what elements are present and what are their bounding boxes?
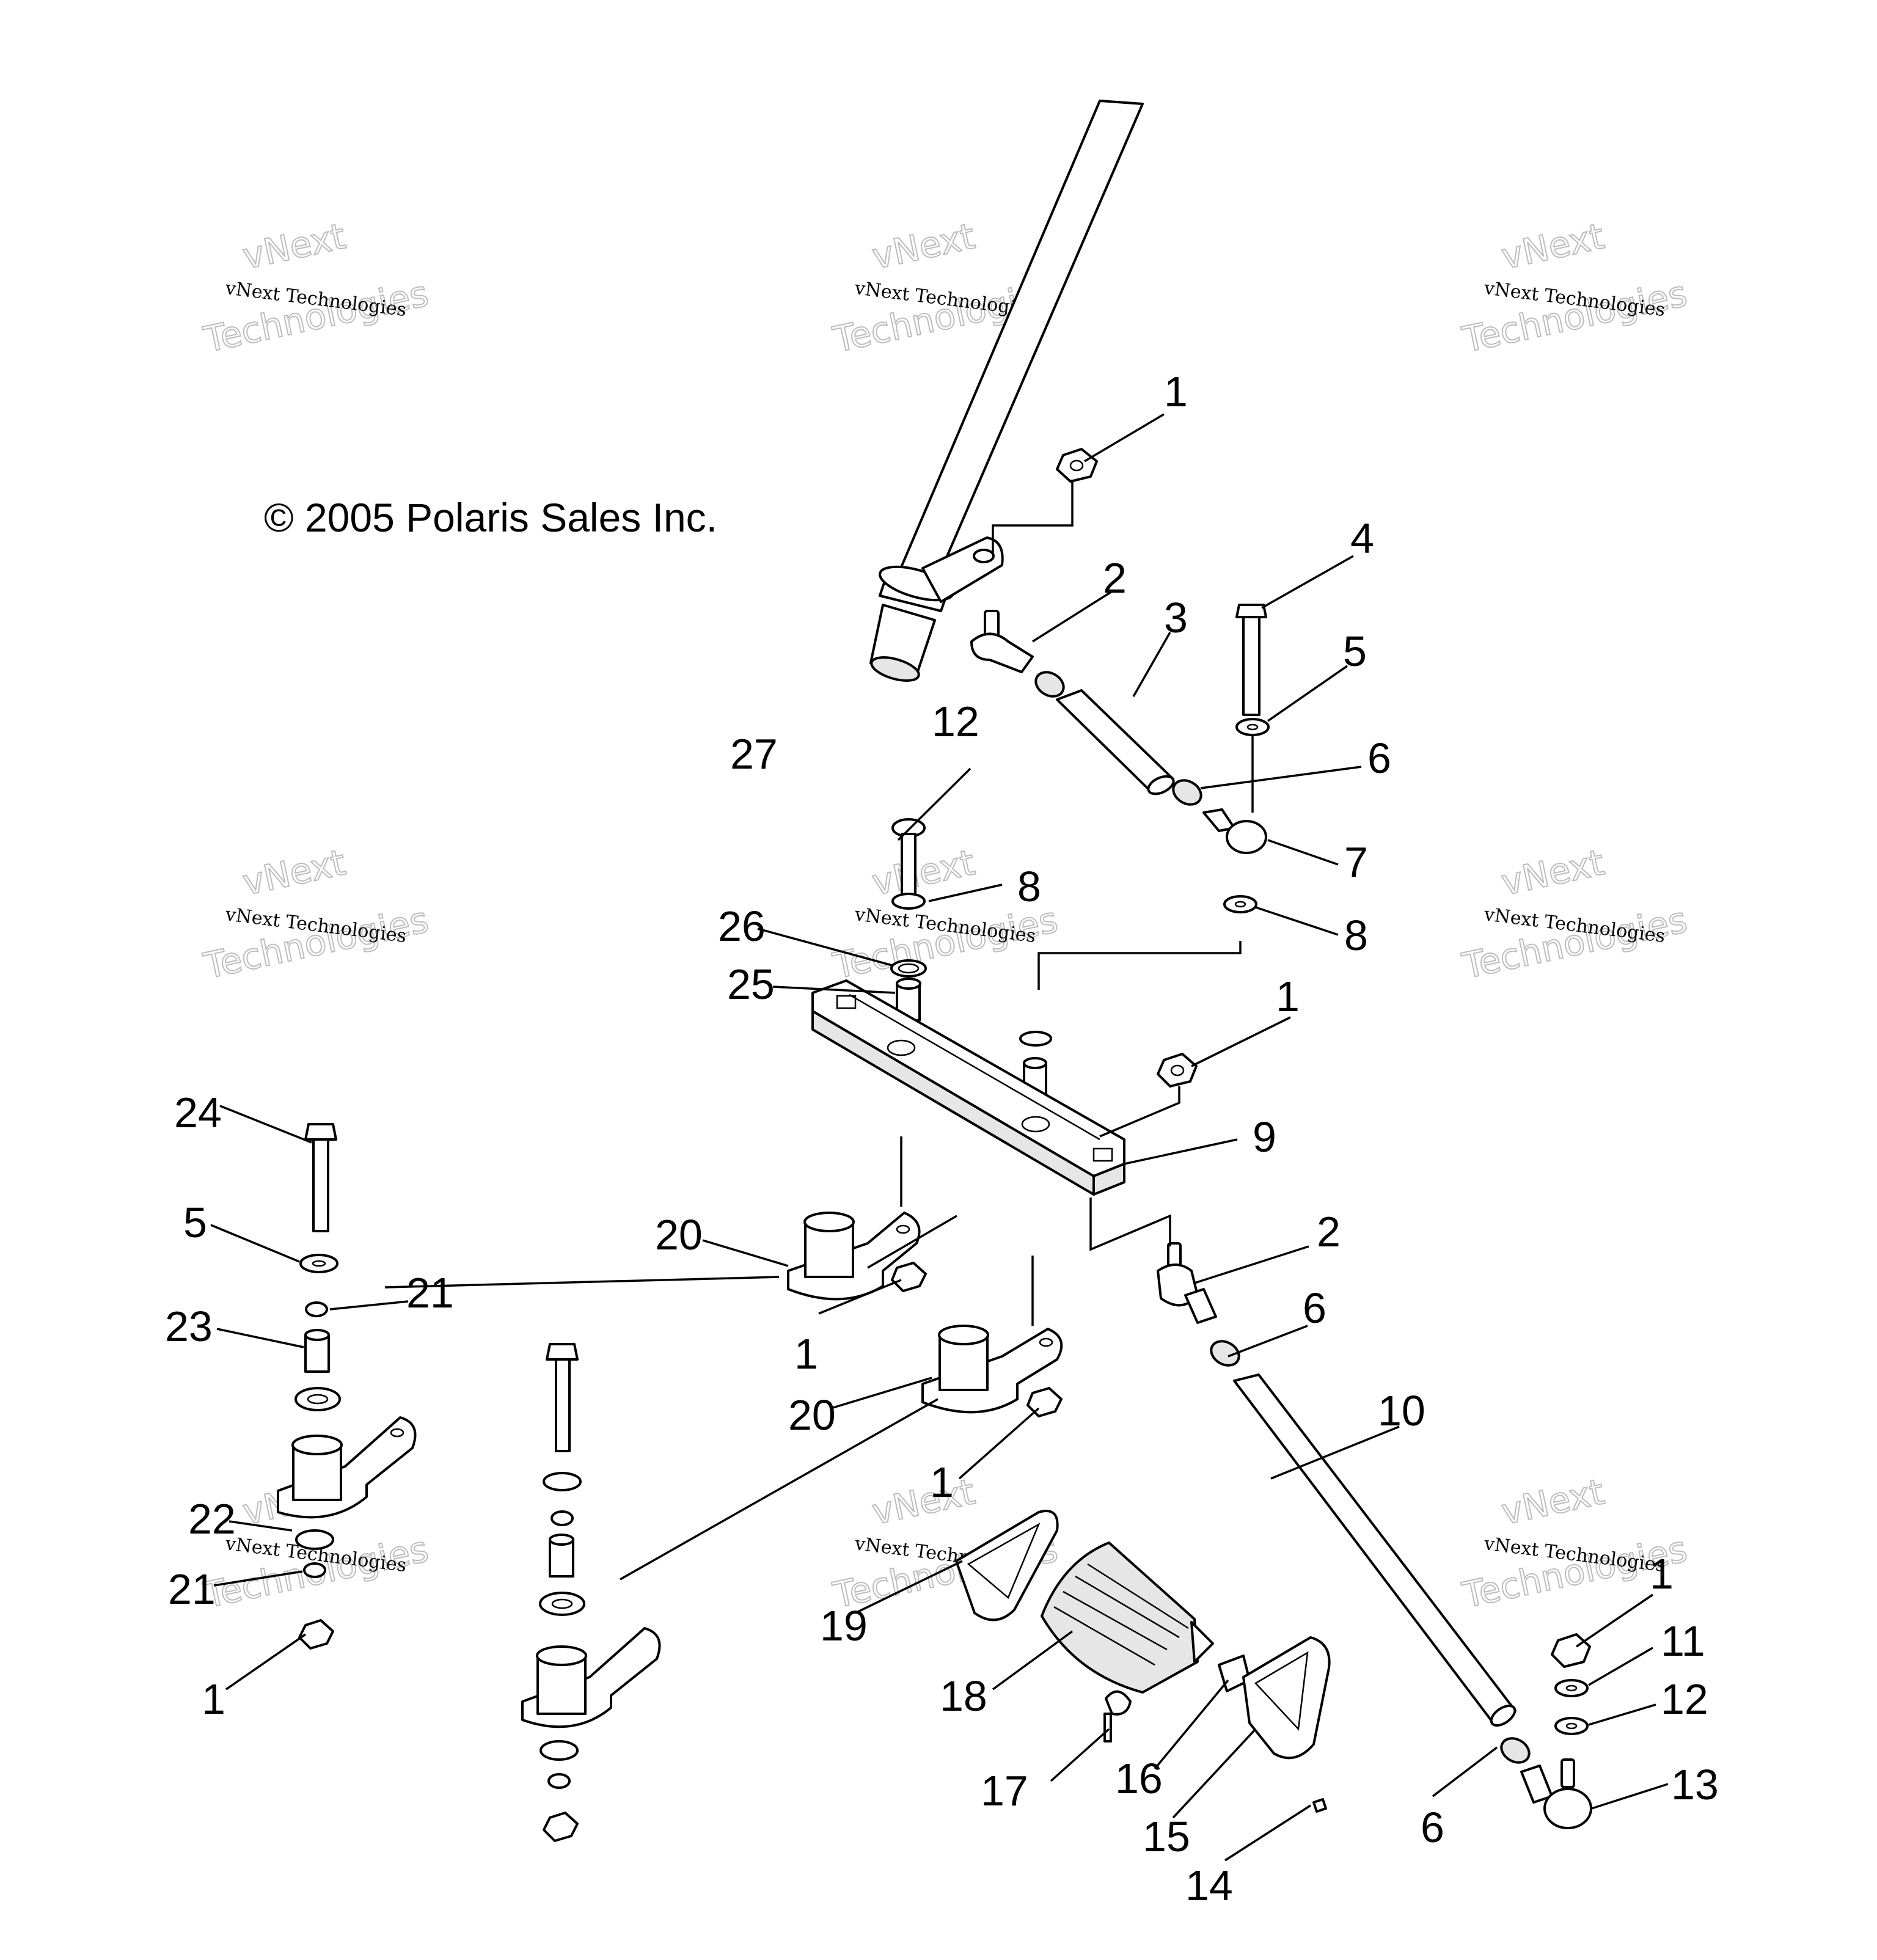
middle-bolt-stack — [521, 1343, 661, 1842]
callout-label: 5 — [1343, 627, 1367, 675]
callout-label: 1 — [1164, 368, 1188, 415]
callout-label: 22 — [188, 1495, 236, 1543]
callout-label: 8 — [1017, 863, 1041, 910]
callout-label: 13 — [1671, 1761, 1719, 1808]
watermark-vnext: vNext — [1498, 1471, 1608, 1533]
nut-top — [1056, 448, 1098, 483]
left-pitman-arm — [277, 1416, 417, 1650]
steering-parts — [277, 100, 1592, 1842]
bolt-washer-stack — [1223, 604, 1270, 913]
callout-label: 2 — [1317, 1208, 1341, 1256]
left-bolt-stack — [295, 1123, 341, 1411]
callout-label: 9 — [1253, 1113, 1276, 1161]
idler-arm-lower — [921, 1325, 1063, 1417]
leader-lines — [210, 413, 1669, 1862]
callout-label: 1 — [930, 1458, 954, 1506]
callout-label: 20 — [655, 1211, 703, 1259]
callout-label: 26 — [718, 902, 766, 950]
callout-label: 6 — [1421, 1804, 1444, 1851]
pivot-bolt — [890, 818, 1052, 1101]
right-hardware-stack — [1551, 1633, 1591, 1735]
callout-label: 6 — [1303, 1284, 1326, 1332]
callout-label: 7 — [1344, 838, 1368, 886]
callout-label: 27 — [730, 730, 778, 778]
watermark: vNext Technologies vNext Technologies — [1458, 214, 1691, 361]
callout-label: 14 — [1185, 1862, 1233, 1909]
callout-label: 1 — [202, 1675, 225, 1723]
callout-label: 15 — [1143, 1813, 1190, 1860]
callout-label: 6 — [1367, 734, 1391, 782]
callout-label: 17 — [981, 1767, 1028, 1815]
watermark: vNext Technologies vNext Technologies — [199, 214, 433, 361]
idler-arm-upper — [787, 1212, 927, 1301]
callout-label: 18 — [940, 1672, 987, 1720]
watermark-vnext: vNext — [1498, 215, 1608, 277]
callout-label: 1 — [794, 1330, 818, 1378]
watermark: vNext Technologies vNext Technologies — [1458, 841, 1691, 987]
callout-label: 24 — [174, 1089, 222, 1136]
callout-label: 10 — [1378, 1387, 1425, 1435]
steering-post — [869, 100, 1144, 682]
callout-label: 1 — [1276, 973, 1300, 1020]
callout-label: 1 — [1650, 1550, 1674, 1598]
watermark-vnext: vNext — [868, 215, 978, 277]
callout-label: 21 — [168, 1565, 216, 1613]
callout-label: 25 — [727, 960, 775, 1008]
upper-tie-rod — [970, 610, 1267, 854]
callout-label: 8 — [1344, 912, 1368, 959]
watermark: vNext Technologies vNext Technologies — [199, 841, 433, 987]
callout-label: 2 — [1103, 554, 1127, 602]
nut-mid — [1157, 1053, 1198, 1088]
watermark-vnext: vNext — [1498, 841, 1608, 904]
callout-label: 5 — [183, 1199, 207, 1246]
callout-label: 20 — [788, 1391, 836, 1439]
center-link — [811, 979, 1125, 1196]
callout-label: 12 — [932, 698, 979, 745]
callout-label: 12 — [1661, 1675, 1708, 1723]
watermark-vnext: vNext — [239, 215, 349, 277]
copyright-text: © 2005 Polaris Sales Inc. — [264, 495, 717, 540]
callout-label: 19 — [820, 1602, 868, 1650]
callout-label: 23 — [165, 1303, 213, 1350]
callout-label: 21 — [406, 1269, 454, 1317]
callout-labels: 1 2 3 4 5 6 7 8 8 27 26 25 12 1 9 2 6 10… — [165, 368, 1719, 1909]
callout-label: 11 — [1661, 1617, 1705, 1665]
boot-assembly — [955, 1510, 1331, 1813]
watermark-vnext: vNext — [868, 1471, 978, 1533]
watermark-vnext: vNext — [239, 841, 349, 904]
callout-label: 3 — [1164, 594, 1188, 642]
lower-tie-rod — [1157, 1242, 1592, 1829]
callout-label: 16 — [1115, 1755, 1163, 1802]
callout-label: 4 — [1350, 514, 1374, 562]
